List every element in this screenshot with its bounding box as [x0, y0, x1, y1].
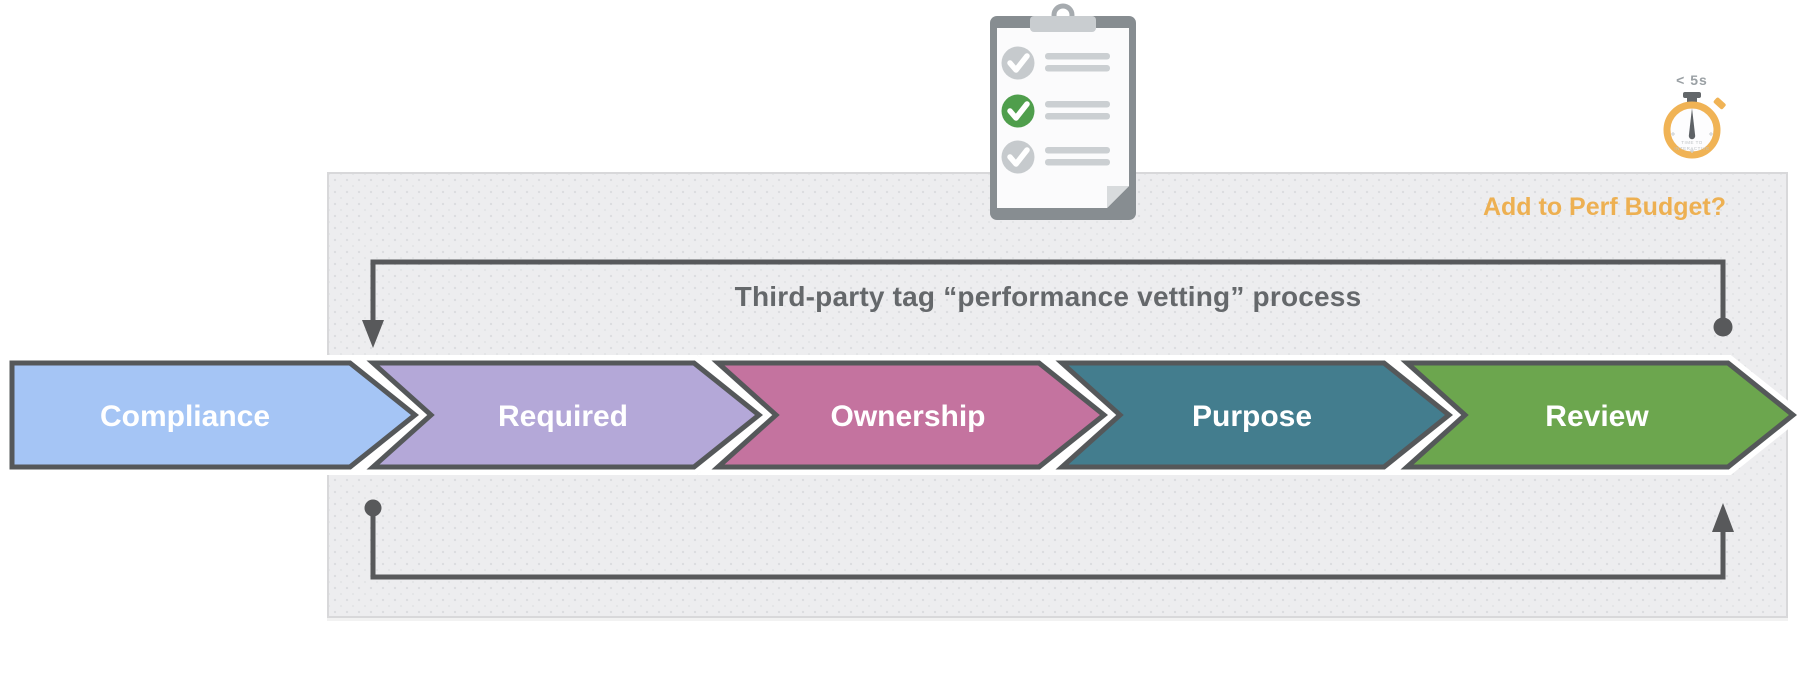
time-to-interactive-value: < 5s	[1676, 72, 1708, 88]
step-label-compliance: Compliance	[100, 400, 270, 433]
step-label-ownership: Ownership	[830, 400, 985, 433]
check-mark-2	[1007, 101, 1030, 121]
chevron-compliance	[9, 360, 420, 470]
check-mark-1	[1007, 53, 1030, 73]
check-circle-2	[1001, 94, 1035, 128]
paper-fold	[1107, 186, 1129, 208]
dial-ticks	[1671, 132, 1713, 153]
stopwatch-side-button	[1713, 97, 1726, 110]
step-label-required: Required	[498, 400, 628, 433]
clipboard-clip	[1030, 16, 1096, 32]
chevron-required	[366, 360, 764, 470]
bottom-connector-arrow	[364, 499, 1734, 580]
dial-label-line2: INTERACTIVE	[1674, 146, 1709, 151]
checklist-clipboard-icon	[990, 3, 1136, 220]
stopwatch-needle	[1688, 108, 1696, 140]
chevron-ownership	[711, 360, 1109, 470]
stopwatch-crown-stem	[1687, 96, 1697, 106]
checklist-rows	[1001, 46, 1110, 174]
stopwatch-icon: TIME TO INTERACTIVE	[1663, 92, 1726, 159]
chevron-purpose	[1055, 360, 1454, 470]
process-title: Third-party tag “performance vetting” pr…	[734, 281, 1362, 312]
chevron-review	[1400, 360, 1798, 470]
perf-budget-question: Add to Perf Budget?	[1482, 193, 1726, 221]
check-circle-1	[1001, 46, 1035, 80]
step-label-review: Review	[1545, 400, 1649, 433]
check-mark-3	[1007, 147, 1030, 167]
step-label-purpose: Purpose	[1192, 400, 1312, 433]
dial-label-line1: TIME TO	[1681, 140, 1703, 145]
check-circle-3	[1001, 140, 1035, 174]
top-connector-arrow	[362, 259, 1733, 348]
